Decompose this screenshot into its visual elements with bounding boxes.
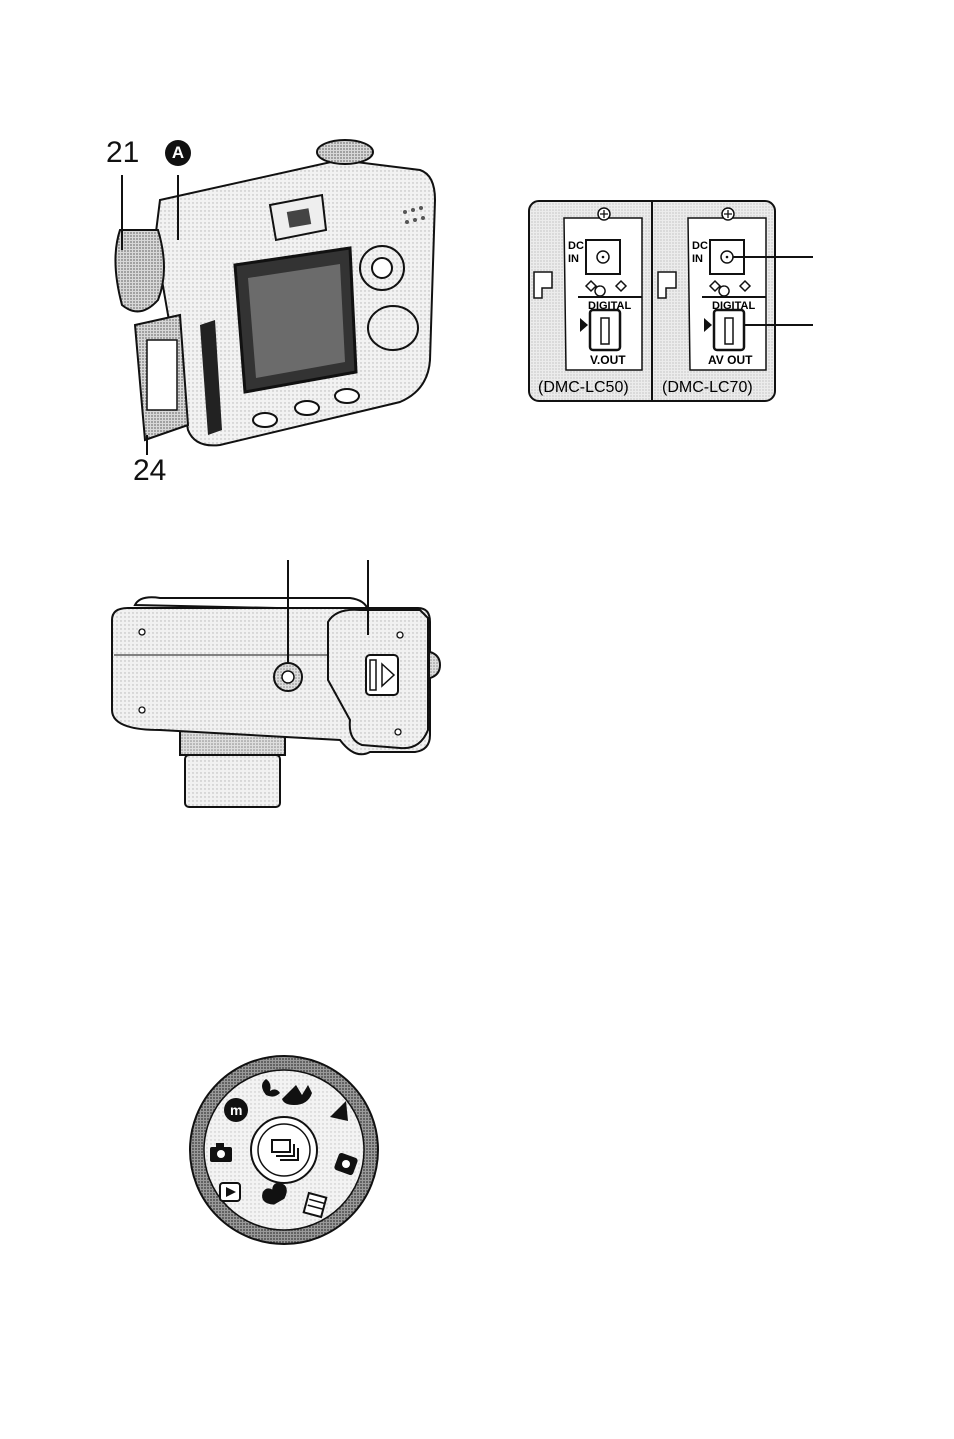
dc-label-lc70-1: DC [692,240,708,252]
camera-back-illustration [100,130,445,490]
camera-back-figure: 21 A 24 [100,130,445,490]
digital-label-lc70: DIGITAL [712,300,755,312]
playback-icon [220,1183,240,1201]
terminal-panels-illustration: DC IN DIGITAL V.OUT (DMC-LC50) DC IN DIG… [528,200,813,405]
motion-picture-icon: m [224,1098,248,1122]
svg-text:m: m [230,1102,242,1118]
out-label-lc70: AV OUT [708,353,753,367]
dc-label-lc50-1: DC [568,240,584,252]
out-label-lc50: V.OUT [590,353,626,367]
callout-a-marker: A [165,140,191,166]
callout-21: 21 [106,138,139,168]
mode-dial-figure: m [186,1055,382,1245]
camera-bottom-illustration [100,560,445,815]
model-label-lc70: (DMC-LC70) [662,379,753,396]
digital-label-lc50: DIGITAL [588,300,631,312]
terminal-panels-figure: DC IN DIGITAL V.OUT (DMC-LC50) DC IN DIG… [528,200,813,405]
camera-bottom-figure [100,560,445,815]
mode-dial-illustration: m [186,1055,382,1245]
movie-icon [304,1193,327,1217]
dc-label-lc70-2: IN [692,253,703,265]
callout-24: 24 [133,456,166,486]
dc-label-lc50-2: IN [568,253,579,265]
model-label-lc50: (DMC-LC50) [538,379,629,396]
